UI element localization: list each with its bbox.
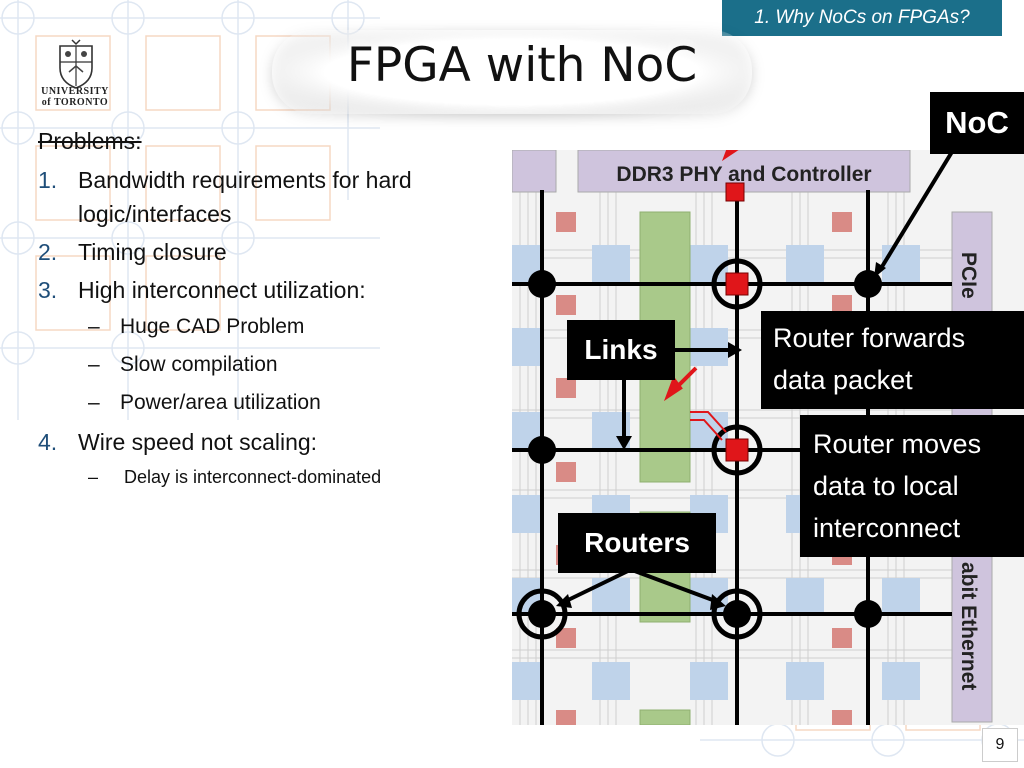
router-node <box>528 600 556 628</box>
pcie-label: PCIe <box>957 252 980 299</box>
links-callout-text: Links <box>584 334 658 365</box>
ddr3-label: DDR3 PHY and Controller <box>616 163 871 186</box>
links-callout: Links <box>567 320 675 380</box>
router-moves-text: Router moves data to local interconnect <box>813 429 982 543</box>
router-node <box>854 600 882 628</box>
item-number: 2. <box>38 239 58 265</box>
router-highlight-ring <box>516 588 568 640</box>
packet-motion-arrow <box>721 150 739 162</box>
dash-bullet: – <box>88 467 99 487</box>
slide-title: FPGA with NoC <box>346 38 698 93</box>
data-packet <box>725 438 749 462</box>
sub-item-text: Slow compilation <box>120 353 278 376</box>
router-node <box>528 270 556 298</box>
noc-callout: NoC <box>930 92 1024 154</box>
router-moves-callout: Router moves data to local interconnect <box>800 415 1024 557</box>
packet-motion-arrow <box>663 375 683 402</box>
logo-line2: of TORONTO <box>41 97 109 108</box>
section-tag: 1. Why NoCs on FPGAs? <box>722 0 1002 36</box>
list-item: 1. Bandwidth requirements for hard logic… <box>38 163 508 231</box>
router-forwards-text: Router forwards data packet <box>773 323 966 395</box>
list-item: 2. Timing closure <box>38 235 508 269</box>
router-highlight-ring <box>711 424 763 476</box>
sub-item-text: Delay is interconnect-dominated <box>124 467 382 487</box>
problems-label: Problems: <box>38 128 142 154</box>
item-text: Wire speed not scaling: <box>78 429 318 455</box>
dash-bullet: – <box>88 353 100 376</box>
item-number: 3. <box>38 277 58 303</box>
logo-line1: UNIVERSITY <box>41 86 109 97</box>
university-logo-text: UNIVERSITY of TORONTO <box>30 86 120 108</box>
item-text: Bandwidth requirements for hard logic/in… <box>78 167 412 227</box>
dash-bullet: – <box>88 391 100 414</box>
problems-list: Problems: 1. Bandwidth requirements for … <box>38 128 508 491</box>
sub-item-text: Huge CAD Problem <box>120 315 305 338</box>
sub-item: – Power/area utilization <box>38 387 508 419</box>
item-number: 4. <box>38 429 58 455</box>
university-crest-icon <box>59 39 93 89</box>
sub-item-text: Power/area utilization <box>120 391 321 414</box>
item-text: High interconnect utilization: <box>78 277 366 303</box>
router-highlight-ring <box>711 258 763 310</box>
sub-item: – Huge CAD Problem <box>38 311 508 343</box>
router-highlight-ring <box>711 588 763 640</box>
item-number: 1. <box>38 167 58 193</box>
fpga-noc-diagram: DDR3 PHY and Controller PCIe abit Ethern… <box>512 150 1024 725</box>
data-packet <box>725 272 749 296</box>
routers-callout-text: Routers <box>584 527 690 558</box>
page-number: 9 <box>982 728 1018 762</box>
sub-item: – Delay is interconnect-dominated <box>38 463 508 491</box>
data-packet <box>725 182 745 202</box>
router-node <box>723 600 751 628</box>
list-item: 3. High interconnect utilization: <box>38 273 508 307</box>
router-node <box>528 436 556 464</box>
dash-bullet: – <box>88 315 100 338</box>
item-text: Timing closure <box>78 239 227 265</box>
title-halo <box>272 30 752 114</box>
sub-item: – Slow compilation <box>38 349 508 381</box>
list-item: 4. Wire speed not scaling: <box>38 425 508 459</box>
routers-callout: Routers <box>558 513 716 573</box>
router-forwards-callout: Router forwards data packet <box>761 311 1024 409</box>
ethernet-label: abit Ethernet <box>957 562 980 690</box>
noc-callout-text: NoC <box>945 105 1009 140</box>
